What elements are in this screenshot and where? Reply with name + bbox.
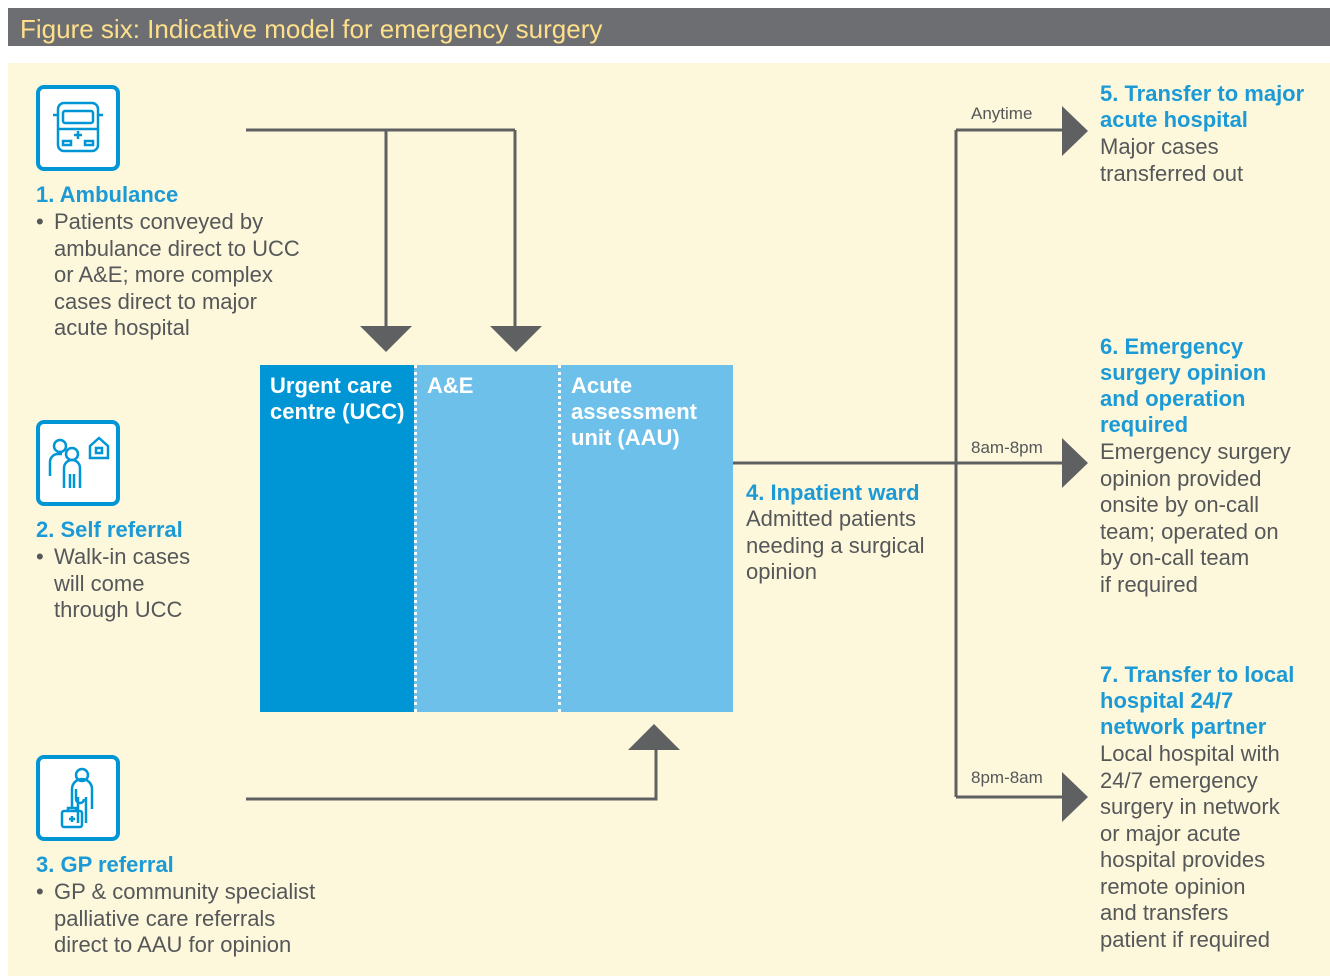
ucc-box: Urgent care centre (UCC) <box>260 365 414 712</box>
ambulance-icon-box <box>36 85 120 171</box>
gp-doctor-icon <box>60 767 94 829</box>
gp-icon-box <box>36 755 120 841</box>
ambulance-title: 1. Ambulance <box>36 182 179 207</box>
transfer-major-description: Major cases transferred out <box>1100 134 1244 186</box>
arrow-right-transfer-major <box>1062 106 1088 156</box>
transfer-major-title: 5. Transfer to major acute hospital <box>1100 81 1305 132</box>
self-referral-icon-box <box>36 420 120 506</box>
time-label-anytime: Anytime <box>971 104 1033 123</box>
bullet: • <box>36 879 44 904</box>
arrow-up-aau <box>628 724 680 750</box>
emergency-opinion-description: Emergency surgery opinion provided onsit… <box>1100 439 1291 597</box>
ae-box: A&E <box>414 365 558 712</box>
arrow-right-emergency-opinion <box>1062 438 1088 488</box>
gp-referral-title: 3. GP referral <box>36 852 174 877</box>
arrow-right-transfer-local <box>1062 772 1088 822</box>
emergency-opinion-title: 6. Emergency surgery opinion and operati… <box>1100 334 1267 437</box>
self-referral-icon <box>48 436 110 488</box>
gp-referral-description: • GP & community specialist palliative c… <box>36 879 316 957</box>
transfer-local-description: Local hospital with 24/7 emergency surge… <box>1100 741 1280 952</box>
ambulance-description: • Patients conveyed by ambulance direct … <box>36 209 300 340</box>
self-referral-title: 2. Self referral <box>36 517 183 542</box>
figure-title: Figure six: Indicative model for emergen… <box>8 8 1330 46</box>
self-referral-description: • Walk-in cases will come through UCC <box>36 544 191 622</box>
transfer-local-title: 7. Transfer to local hospital 24/7 netwo… <box>1100 662 1295 739</box>
time-label-night: 8pm-8am <box>971 768 1043 787</box>
aau-box: Acute assessment unit (AAU) <box>558 365 733 712</box>
bullet: • <box>36 209 44 234</box>
inpatient-ward-title: 4. Inpatient ward <box>746 480 920 505</box>
time-label-day: 8am-8pm <box>971 438 1043 457</box>
ambulance-icon <box>53 101 103 153</box>
inpatient-ward-description: Admitted patients needing a surgical opi… <box>746 506 925 584</box>
arrow-down-ucc <box>360 326 412 352</box>
bullet: • <box>36 544 44 569</box>
arrow-down-ae <box>490 326 542 352</box>
